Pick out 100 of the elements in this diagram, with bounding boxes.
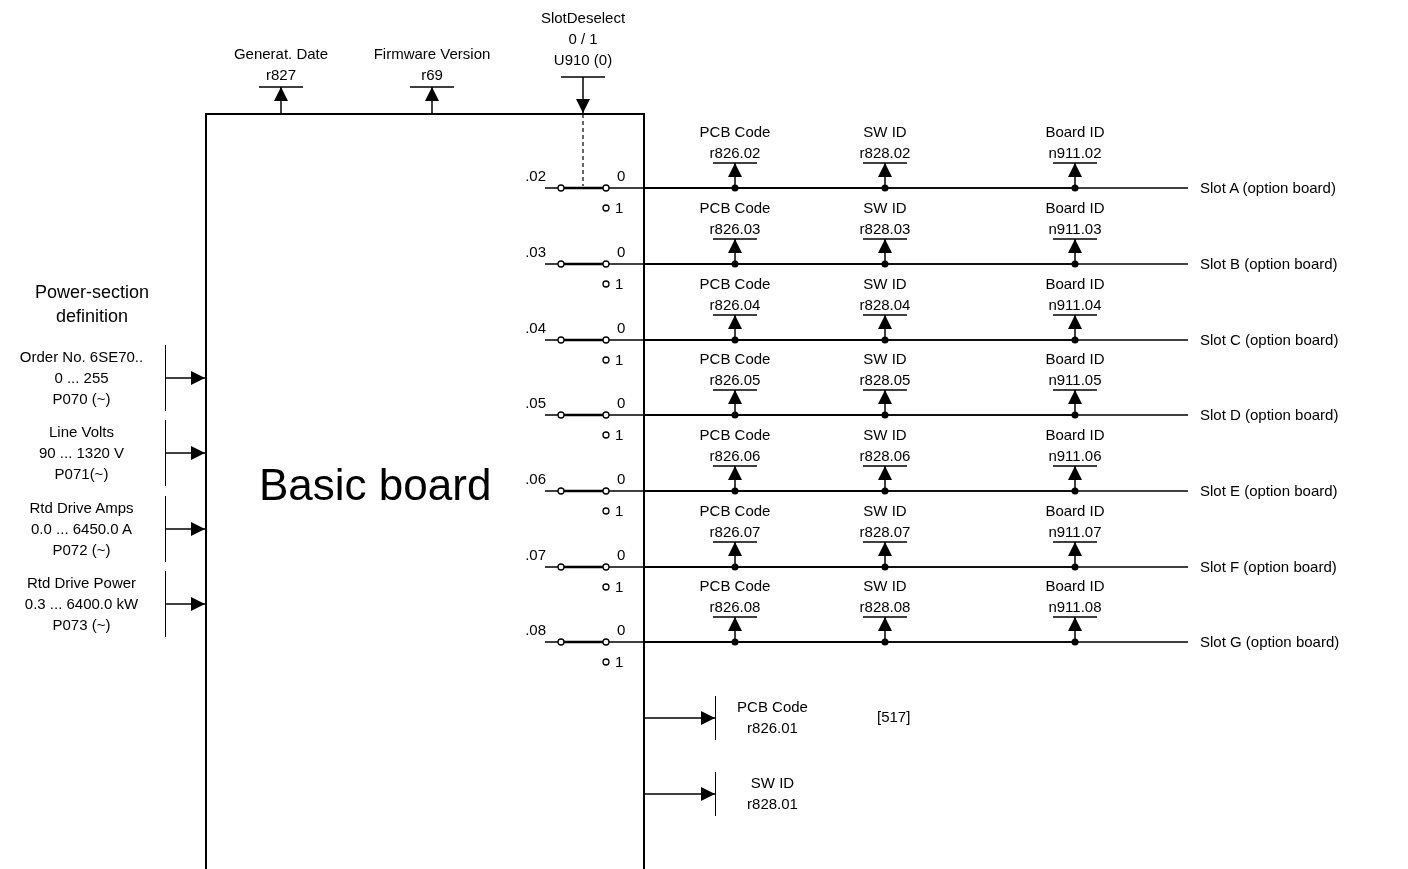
arrow xyxy=(644,314,1082,341)
parameter-name: PCB Code xyxy=(698,349,772,369)
parameter-value: U910 (0) xyxy=(552,50,614,70)
arrow xyxy=(644,711,716,725)
arrow xyxy=(165,371,206,385)
parameter-value: r828.02 xyxy=(858,143,912,163)
board-box xyxy=(205,113,645,869)
parameter-value: r828.04 xyxy=(858,295,912,315)
arrow xyxy=(644,787,716,801)
parameter-name: Rtd Drive Amps xyxy=(28,498,135,518)
arrow xyxy=(644,616,1082,643)
parameter-name: Board ID xyxy=(1044,274,1106,294)
parameter-value: r828.05 xyxy=(858,370,912,390)
switch-position-label: 1 xyxy=(615,425,624,445)
arrow xyxy=(644,541,1082,568)
parameter-value: P070 (~) xyxy=(51,389,112,409)
switch-position-label: 0 xyxy=(617,469,626,489)
arrow xyxy=(425,86,439,114)
parameter-value: r827 xyxy=(265,65,297,85)
arrow xyxy=(644,389,1082,416)
parameter-name: SW ID xyxy=(862,349,908,369)
parameter-name: PCB Code xyxy=(698,274,772,294)
parameter-value: 0 ... 255 xyxy=(53,368,110,388)
arrow xyxy=(165,446,206,460)
board-title: Basic board xyxy=(259,460,492,510)
parameter-value: n911.04 xyxy=(1047,295,1103,315)
switch-position-label: 1 xyxy=(615,198,624,218)
switch-position-label: 1 xyxy=(615,350,624,370)
parameter-name: SW ID xyxy=(749,773,796,793)
parameter-name: Board ID xyxy=(1044,576,1106,596)
switch-position-label: 1 xyxy=(615,577,624,597)
slot-label: Slot A (option board) xyxy=(1200,178,1337,198)
parameter-value: r826.02 xyxy=(708,143,762,163)
slot-label: Slot B (option board) xyxy=(1200,254,1339,274)
index-label: .04 xyxy=(525,318,546,338)
parameter-value: n911.07 xyxy=(1047,522,1103,542)
page-reference: [517] xyxy=(877,707,911,727)
parameter-value: 90 ... 1320 V xyxy=(37,443,126,463)
switch-position-label: 0 xyxy=(617,620,626,640)
parameter-value: n911.03 xyxy=(1047,219,1103,239)
arrow xyxy=(165,597,206,611)
parameter-name: Board ID xyxy=(1044,349,1106,369)
slot-label: Slot C (option board) xyxy=(1200,330,1340,350)
switch-position-label: 1 xyxy=(615,652,624,672)
parameter-name: PCB Code xyxy=(698,198,772,218)
parameter-value: 0.0 ... 6450.0 A xyxy=(30,519,133,539)
parameter-name: Board ID xyxy=(1044,425,1106,445)
parameter-name: SW ID xyxy=(862,122,908,142)
parameter-name: SW ID xyxy=(862,501,908,521)
parameter-value: r826.04 xyxy=(708,295,762,315)
slot-label: Slot G (option board) xyxy=(1200,632,1341,652)
switch-position-label: 0 xyxy=(617,166,626,186)
parameter-value: r826.05 xyxy=(708,370,762,390)
parameter-name: PCB Code xyxy=(698,425,772,445)
parameter-value: n911.02 xyxy=(1047,143,1103,163)
parameter-value: r826.07 xyxy=(708,522,762,542)
parameter-value: r828.01 xyxy=(746,794,799,814)
arrow xyxy=(644,465,1082,492)
arrow xyxy=(576,76,590,114)
slot-label: Slot E (option board) xyxy=(1200,481,1339,501)
index-label: .02 xyxy=(525,166,546,186)
parameter-name: PCB Code xyxy=(698,501,772,521)
parameter-value: n911.05 xyxy=(1047,370,1103,390)
arrow xyxy=(644,162,1082,189)
parameter-value: r826.08 xyxy=(708,597,762,617)
parameter-name: Order No. 6SE70.. xyxy=(18,347,145,367)
parameter-value: 0.3 ... 6400.0 kW xyxy=(23,594,140,614)
index-label: .07 xyxy=(525,545,546,565)
parameter-name: Board ID xyxy=(1044,198,1106,218)
parameter-value: r69 xyxy=(420,65,444,85)
parameter-name: SW ID xyxy=(862,198,908,218)
switch-position-label: 0 xyxy=(617,393,626,413)
parameter-value: r826.03 xyxy=(708,219,762,239)
index-label: .05 xyxy=(525,393,546,413)
index-label: .03 xyxy=(525,242,546,262)
parameter-value: r826.01 xyxy=(746,718,799,738)
arrow xyxy=(274,86,288,114)
parameter-value: r828.07 xyxy=(858,522,912,542)
parameter-name: PCB Code xyxy=(736,697,809,717)
switch-position-label: 1 xyxy=(615,501,624,521)
parameter-value: P072 (~) xyxy=(51,540,112,560)
parameter-name: SW ID xyxy=(862,274,908,294)
index-label: .08 xyxy=(525,620,546,640)
parameter-value: r828.08 xyxy=(858,597,912,617)
parameter-name: Line Volts xyxy=(47,422,115,442)
parameter-name: Firmware Version xyxy=(372,44,492,64)
section-heading: Power-section definition xyxy=(33,281,150,328)
index-label: .06 xyxy=(525,469,546,489)
arrow xyxy=(644,238,1082,265)
slot-label: Slot D (option board) xyxy=(1200,405,1340,425)
parameter-name: SW ID xyxy=(862,576,908,596)
arrow xyxy=(165,522,206,536)
parameter-name: PCB Code xyxy=(698,576,772,596)
switch-position-label: 1 xyxy=(615,274,624,294)
parameter-name: PCB Code xyxy=(698,122,772,142)
parameter-name: Board ID xyxy=(1044,501,1106,521)
parameter-name: SlotDeselect xyxy=(539,8,627,28)
parameter-value: P071(~) xyxy=(53,464,110,484)
slot-label: Slot F (option board) xyxy=(1200,557,1338,577)
parameter-value: n911.08 xyxy=(1047,597,1103,617)
